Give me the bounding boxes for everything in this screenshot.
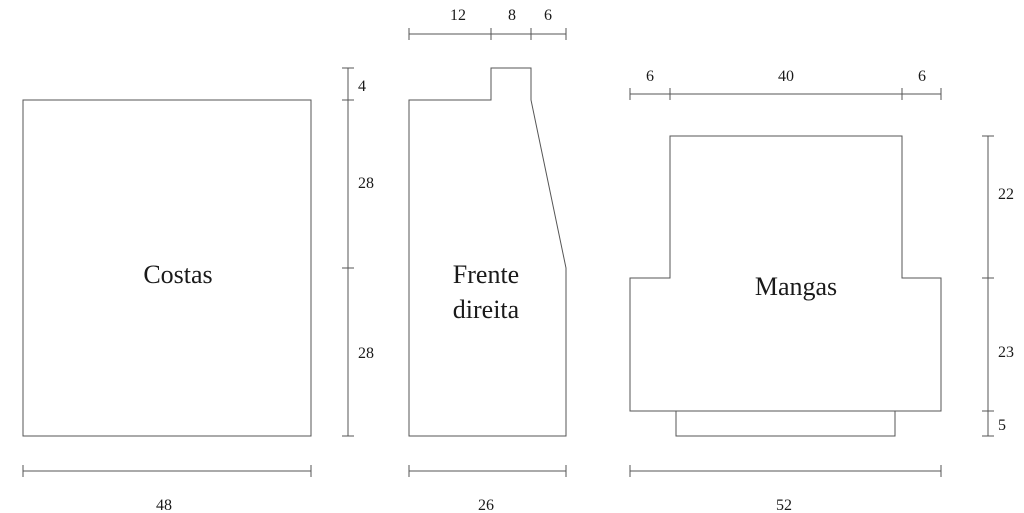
frente-title-line2: direita	[453, 295, 520, 324]
costas-title: Costas	[143, 260, 212, 289]
mangas-top-dimension	[629, 88, 942, 100]
frente-outline	[408, 67, 567, 437]
mangas-width-dimension	[629, 465, 942, 477]
costas-height-dimension	[342, 67, 354, 437]
frente-title-line1: Frente	[453, 260, 519, 289]
mangas-top-right-label: 6	[918, 68, 926, 85]
costas-lower-height-label: 28	[358, 345, 374, 362]
mangas-height-dimension	[982, 135, 994, 437]
frente-top-dimension	[408, 28, 567, 40]
mangas-top-mid-label: 40	[778, 68, 794, 85]
frente-top-b-label: 8	[508, 7, 516, 24]
mangas-width-label: 52	[776, 497, 792, 513]
frente-top-a-label: 12	[450, 7, 466, 24]
mangas-outline	[629, 135, 942, 412]
frente-width-dimension	[408, 465, 567, 477]
mangas-right-low-label: 5	[998, 417, 1006, 434]
frente-width-label: 26	[478, 497, 494, 513]
costas-top-extra-label: 4	[358, 78, 366, 95]
costas-outline	[22, 99, 312, 437]
mangas-right-upper-label: 22	[998, 186, 1014, 203]
costas-width-dimension	[22, 465, 312, 477]
costas-width-label: 48	[156, 497, 172, 513]
mangas-title: Mangas	[755, 272, 837, 301]
costas-upper-height-label: 28	[358, 175, 374, 192]
mangas-right-mid-label: 23	[998, 344, 1014, 361]
frente-top-c-label: 6	[544, 7, 552, 24]
mangas-cuff-outline	[675, 410, 896, 437]
mangas-top-left-label: 6	[646, 68, 654, 85]
